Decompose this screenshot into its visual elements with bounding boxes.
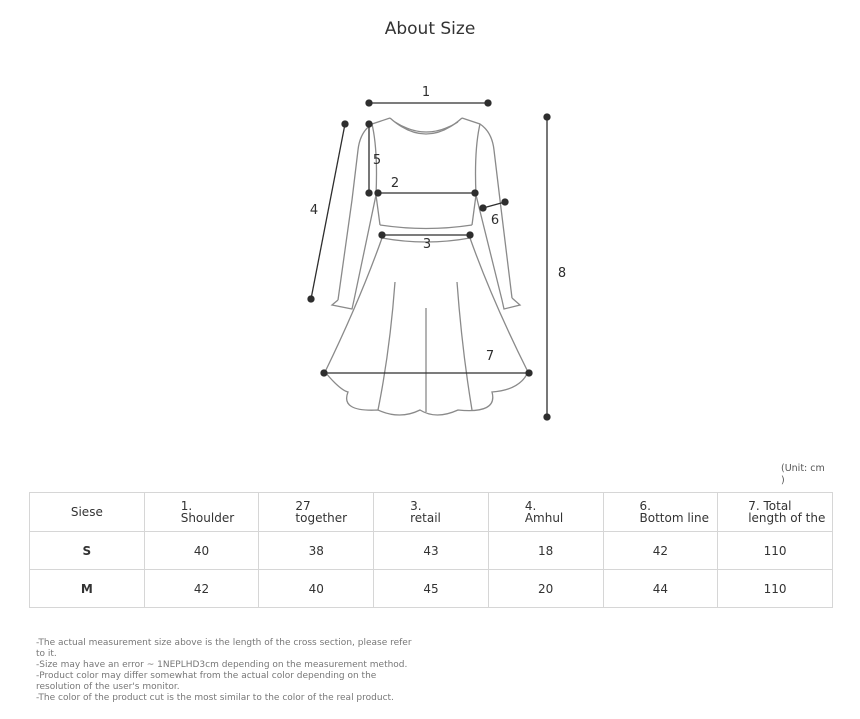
- table-cell: 40: [258, 569, 375, 608]
- label-1: 1: [422, 85, 430, 100]
- table-row: M 42 40 45 20 44 110: [29, 569, 833, 608]
- table-cell: 38: [258, 531, 375, 570]
- table-cell: 42: [143, 569, 260, 608]
- label-2: 2: [391, 176, 399, 191]
- header-waist: 3.retail: [373, 492, 489, 532]
- note-item: -The actual measurement size above is th…: [36, 638, 412, 659]
- table-cell: 45: [373, 569, 489, 608]
- label-4: 4: [310, 203, 318, 218]
- table-cell: 20: [487, 569, 604, 608]
- row-size-label: S: [29, 531, 145, 570]
- label-8: 8: [558, 266, 566, 281]
- table-cell: 110: [717, 569, 833, 608]
- unit-note: (Unit: cm ): [781, 463, 825, 486]
- table-cell: 42: [602, 531, 719, 570]
- header-shoulder: 1.Shoulder: [143, 492, 260, 532]
- table-cell: 43: [373, 531, 489, 570]
- label-7: 7: [486, 349, 494, 364]
- table-cell: 40: [143, 531, 260, 570]
- table-cell: 18: [487, 531, 604, 570]
- dress-outline: [324, 117, 529, 416]
- row-size-label: M: [29, 569, 145, 608]
- dress-measurement-diagram: 1 2 3 4 5 6 7 8: [307, 85, 566, 421]
- note-item: -Product color may differ somewhat from …: [36, 671, 377, 692]
- header-armhole: 4.Amhul: [487, 492, 604, 532]
- label-3: 3: [423, 237, 431, 252]
- size-notes: -The actual measurement size above is th…: [36, 638, 416, 704]
- table-cell: 110: [717, 531, 833, 570]
- label-6: 6: [491, 213, 499, 228]
- table-row: S 40 38 43 18 42 110: [29, 531, 833, 570]
- header-bottom-line: 6.Bottom line: [602, 492, 719, 532]
- note-item: -Size may have an error ~ 1NEPLHD3cm dep…: [36, 660, 408, 670]
- page-title: About Size: [384, 19, 476, 39]
- header-size: Siese: [29, 492, 145, 532]
- note-item: -The color of the product cut is the mos…: [36, 693, 394, 703]
- measurement-labels: 1 2 3 4 5 6 7 8: [310, 85, 566, 364]
- measurement-lines: [307, 99, 551, 421]
- label-5: 5: [373, 153, 381, 168]
- table-cell: 44: [602, 569, 719, 608]
